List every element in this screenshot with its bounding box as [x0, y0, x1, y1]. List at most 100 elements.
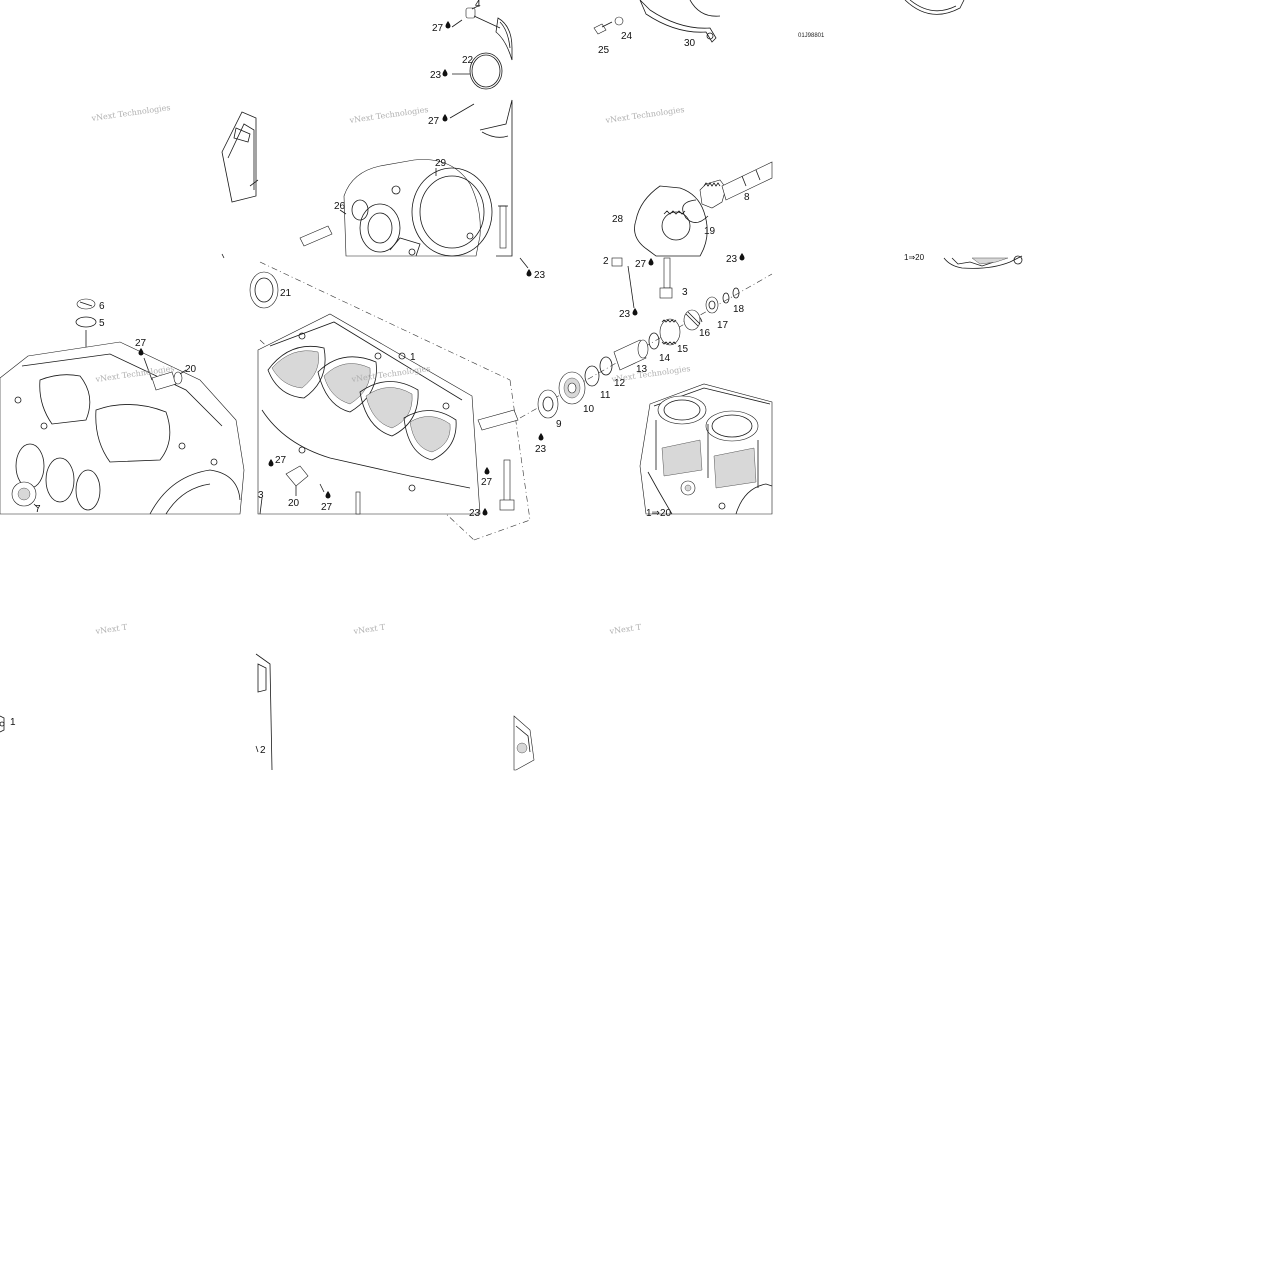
oil-drop-icon [739, 253, 745, 261]
o-ring-part-icon [469, 52, 503, 90]
callout-label: 16 [699, 328, 711, 339]
callout-label: 4 [475, 0, 481, 10]
elbow-fitting-part-icon [285, 465, 309, 487]
callout-labels: 4 27 22 23 27 29 26 23 25 24 30 28 19 8 … [10, 0, 925, 756]
callout-label: 1⇒20 [904, 253, 925, 262]
callout-label: 27 [135, 338, 147, 349]
callout-label: 2 [603, 256, 609, 267]
callout-label: 27 [428, 116, 440, 127]
ring-11-part-icon [584, 365, 600, 387]
callout-label: 27 [481, 477, 493, 488]
tile-cylinder-block [639, 383, 773, 515]
shaft-part-icon [721, 161, 773, 201]
callout-label: 25 [598, 45, 610, 56]
long-bolt-part-icon [499, 205, 507, 249]
watermark: vNext Technologies [604, 105, 685, 125]
callout-label: 27 [432, 23, 444, 34]
oil-drop-icon [632, 308, 638, 316]
ring-17-part-icon [705, 296, 719, 314]
oil-drop-icon [442, 114, 448, 122]
watermark: vNext T [608, 623, 642, 637]
oil-drop-icon [268, 459, 274, 467]
callout-label: 2 [260, 745, 266, 756]
callout-label: 1 [10, 717, 16, 728]
callout-label: 8 [744, 192, 750, 203]
gear-part-icon [699, 179, 727, 209]
callout-label: 12 [614, 378, 626, 389]
callout-label: 14 [659, 353, 671, 364]
crankcase-upper-half-part [0, 341, 245, 515]
oil-drop-icon [538, 433, 544, 441]
callout-label: 17 [717, 320, 729, 331]
callout-label: 26 [334, 201, 346, 212]
callout-label: 27 [321, 502, 333, 513]
callout-label: 1 [410, 352, 416, 363]
tile-right-fragment [943, 255, 1023, 269]
washer-part-icon [614, 16, 624, 26]
seal-9-part-icon [537, 389, 559, 419]
callout-label: 24 [621, 31, 633, 42]
callout-label: 20 [288, 498, 300, 509]
callout-label: 27 [275, 455, 287, 466]
bushing-part-icon [465, 7, 476, 19]
seal-21-part-icon [249, 271, 279, 309]
callout-label: 1⇒20 [646, 508, 672, 519]
oil-drop-symbols [138, 21, 745, 516]
bolt-head-part-icon [611, 257, 623, 267]
callout-label: 23 [430, 70, 442, 81]
watermark: vNext Technologies [90, 103, 171, 123]
gear-15-part-icon [659, 318, 681, 346]
callout-label: 7 [35, 504, 41, 515]
engine-fragment-part [513, 715, 535, 771]
oil-drop-icon [445, 21, 451, 29]
watermark: vNext T [352, 623, 386, 637]
tile-magneto-housing [221, 99, 529, 269]
watermark: vNext Technologies [348, 105, 429, 125]
drawing-code: 01J98801 [798, 33, 825, 39]
callout-label: 28 [612, 214, 624, 225]
callout-label: 11 [600, 390, 611, 401]
callout-label: 27 [635, 259, 647, 270]
crankcase-lower-half-part [257, 313, 481, 515]
oil-drop-icon [138, 348, 144, 356]
tile-crankcase-upper [0, 298, 245, 515]
callout-label: 3 [682, 287, 688, 298]
crankcase-bolt-part-icon [503, 459, 511, 503]
callout-label: 23 [469, 508, 481, 519]
callout-label: 9 [556, 419, 562, 430]
oil-drop-icon [526, 269, 532, 277]
gasket-part-icon [634, 185, 708, 257]
callout-label: 23 [619, 309, 631, 320]
oil-drop-icon [442, 69, 448, 77]
callout-label: 22 [462, 55, 474, 66]
callout-label: 29 [435, 158, 447, 169]
callout-label: 23 [534, 270, 546, 281]
circlip-part-icon [682, 199, 709, 223]
watermark: vNext T [94, 623, 128, 637]
o-ring-small-part-icon [75, 316, 97, 328]
oil-drop-icon [648, 258, 654, 266]
callout-label: 30 [684, 38, 696, 49]
clip-18-part-icon [722, 292, 730, 304]
callout-label: 20 [185, 364, 197, 375]
fitting-part-icon [151, 371, 177, 391]
callout-label: 15 [677, 344, 689, 355]
callout-label: 13 [636, 364, 648, 375]
tile-lower-fragments [0, 653, 535, 771]
tile-balancer-shaft [519, 273, 773, 419]
oil-drop-icon [325, 491, 331, 499]
tile-upper-cover [451, 0, 965, 90]
callout-label: 10 [583, 404, 595, 415]
callout-label: 23 [726, 254, 738, 265]
callout-label: 3 [258, 490, 264, 501]
oil-drop-icon [482, 508, 488, 516]
callout-label: 18 [733, 304, 745, 315]
callout-label: 21 [280, 288, 292, 299]
callout-label: 5 [99, 318, 105, 329]
tile-output-shaft [611, 161, 773, 309]
callout-label: 19 [704, 226, 716, 237]
oil-drop-icon [484, 467, 490, 475]
callout-label: 6 [99, 301, 105, 312]
callout-label: 23 [535, 444, 547, 455]
